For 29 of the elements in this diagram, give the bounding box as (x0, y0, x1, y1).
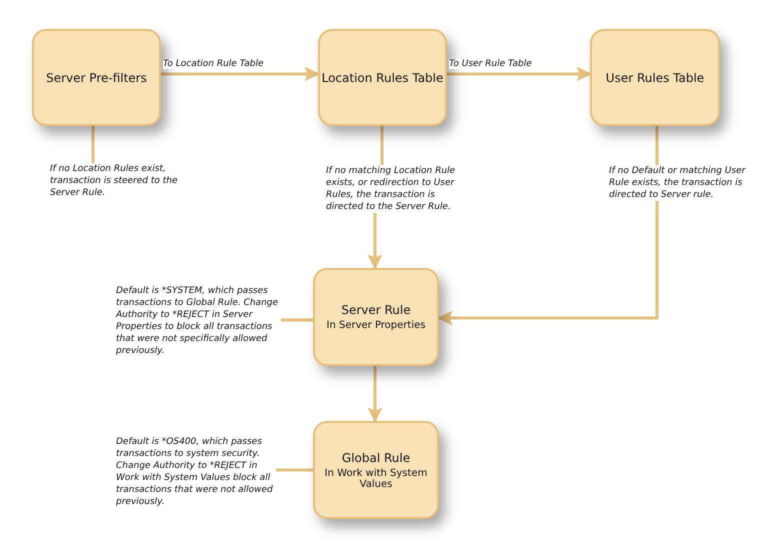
note-text: Default is *SYSTEM, which passes transactions to Global Rule. Change Authority to *REJECT in Server Properties to block all transactions that were not specifically allowed previously. (116, 285, 281, 357)
arrow (438, 201, 658, 326)
arrow (368, 366, 382, 422)
box-title: Global Rule (342, 450, 410, 464)
note-text: If no matching Location Rule exists, or redirection to User Rules, the transaction is directed to the Server Rule. (326, 165, 466, 213)
note-text: Default is *OS400, which passes transactions to system security. Change Authority to *REJECT in Work with System Values block all transactions that were not allowed previously. (116, 436, 276, 508)
box-subtitle: In Server Properties (326, 320, 426, 331)
edge-label: To User Rule Table (449, 59, 532, 69)
box-title: Server Rule (341, 303, 411, 317)
box-subtitle: In Work with System Values (324, 468, 428, 490)
process-box (313, 268, 439, 366)
note-text: If no Default or matching User Rule exists, the transaction is directed to Server rule. (609, 165, 759, 201)
process-box (318, 29, 447, 126)
process-box (313, 421, 439, 519)
process-box (590, 29, 720, 126)
connector-line (281, 318, 313, 322)
process-box (32, 29, 161, 126)
note-text: If no Location Rules exist, transaction is steered to the Server Rule. (50, 163, 180, 199)
connector-line (276, 468, 313, 472)
connector-line (380, 126, 384, 165)
arrow (447, 66, 592, 82)
arrow (368, 213, 382, 270)
connector-line (92, 126, 94, 163)
edge-label: To Location Rule Table (163, 59, 264, 69)
box-title: Server Pre-filters (46, 70, 147, 84)
connector-line (656, 126, 658, 165)
box-title: Location Rules Table (322, 70, 444, 84)
arrow (161, 66, 320, 82)
box-title: User Rules Table (606, 70, 704, 84)
